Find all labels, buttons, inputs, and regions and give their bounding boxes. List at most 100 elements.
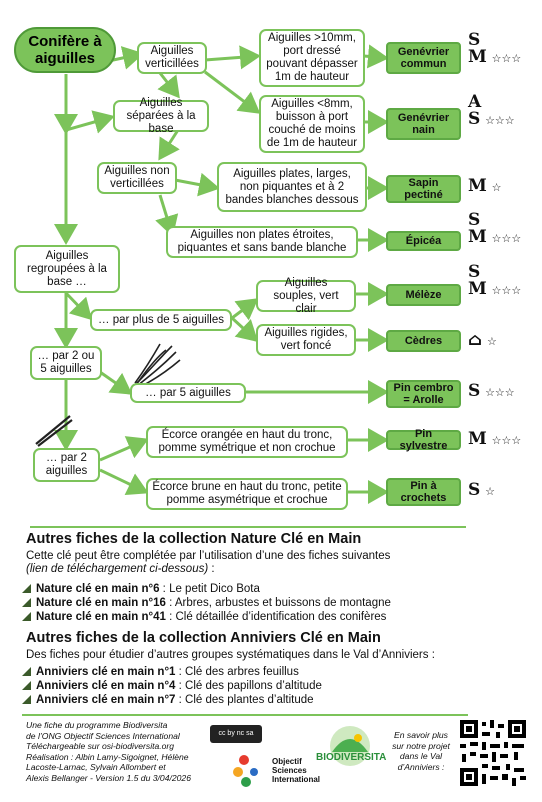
node-verticillees: Aiguilles verticillées [137,42,207,74]
anniviers-item-label: Anniviers clé en main n°7 [36,694,176,706]
osi-text-line: International [272,775,321,784]
node-regroupees: Aiguilles regroupées à la base … [14,245,120,293]
node-par-2-ou-5: … par 2 ou 5 aiguilles [30,346,102,380]
nature-intro-italic: (lien de téléchargement ci-dessous) [26,563,209,575]
more-info-line: sur notre projet [392,740,450,751]
rating-sapin-pectine: M ☆ [468,178,501,196]
anniviers-item-text: : Clé des plantes d’altitude [175,694,314,706]
node-par-2: … par 2 aiguilles [33,448,100,482]
anniviers-item[interactable]: Anniviers clé en main n°1 : Clé des arbr… [22,666,299,679]
altitude-mark: S [468,109,481,129]
altitude-mark: A [468,92,482,112]
star-icon: ☆ [486,335,497,348]
anniviers-item-label: Anniviers clé en main n°4 [36,680,176,692]
node-ecorce-brune: Écorce brune en haut du tronc, petite po… [146,478,348,510]
nature-intro-end: : [208,563,215,575]
star-icon: ☆ [491,181,502,194]
footer-line: Une fiche du programme Biodiversita [26,720,168,730]
species-sapin-pectine: Sapin pectiné [386,175,461,203]
star-icon: ☆☆☆ [491,232,522,245]
osi-text-line: Objectif [272,757,302,766]
star-icon: ☆ [485,485,495,498]
five-needles-drawing [134,343,181,389]
node-non-verticillees: Aiguilles non verticillées [97,162,177,194]
triangle-bullet-icon [22,667,31,676]
star-icon: ☆☆☆ [485,386,515,399]
node-par-5: … par 5 aiguilles [130,383,246,403]
creative-commons-badge: cc by nc sa [210,725,262,743]
nature-item[interactable]: Nature clé en main n°6 : Le petit Dico B… [22,583,260,596]
triangle-bullet-icon [22,612,31,621]
altitude-mark: S [468,30,481,50]
species-epicea: Épicéa [386,231,461,251]
biodiversita-logo-text: BIODIVERSITA [316,752,387,763]
triangle-bullet-icon [22,598,31,607]
triangle-bullet-icon [22,681,31,690]
anniviers-item[interactable]: Anniviers clé en main n°4 : Clé des papi… [22,680,322,693]
star-icon: ☆☆☆ [491,434,522,447]
node-souples: Aiguilles souples, vert clair [256,277,356,315]
two-needles-drawing [35,415,73,447]
altitude-mark: M [468,47,487,67]
nature-item-label: Nature clé en main n°16 [36,597,166,609]
footer-line: de l’ONG Objectif Sciences International [26,730,180,741]
altitude-mark: M [468,429,487,449]
node-ecorce-orangee: Écorce orangée en haut du tronc, pomme s… [146,426,348,458]
footer-line: Lacoste-Larnac, Sylvain Allombert et [26,762,166,772]
rating-pin-crochets: S ☆ [468,482,495,500]
anniviers-item[interactable]: Anniviers clé en main n°7 : Clé des plan… [22,694,314,707]
species-pin-cembro: Pin cembro = Arolle [386,380,461,408]
rating-epicea: S M ☆☆☆ [468,212,521,247]
nature-item-label: Nature clé en main n°41 [36,611,166,623]
node-non-plates: Aiguilles non plates étroites, piquantes… [166,226,358,258]
species-meleze: Mélèze [386,284,461,306]
footer-line: Téléchargeable sur osi-biodiversita.org [26,741,175,751]
anniviers-item-text: : Clé des papillons d’altitude [175,680,322,692]
species-pin-crochets: Pin à crochets [386,478,461,506]
altitude-mark: M [468,176,487,196]
nature-item[interactable]: Nature clé en main n°16 : Arbres, arbust… [22,597,391,610]
star-icon: ☆☆☆ [491,284,522,297]
more-info-line: En savoir plus [394,730,448,740]
qr-code-icon[interactable] [458,718,528,788]
rating-cedres: ⌂ ☆ [468,332,497,350]
nature-intro: Cette clé peut être complétée par l’util… [26,550,391,562]
nature-item[interactable]: Nature clé en main n°41 : Clé détaillée … [22,611,386,624]
altitude-mark: S [468,480,481,500]
nature-item-text: : Le petit Dico Bota [159,583,260,595]
star-icon: ☆☆☆ [491,52,522,65]
biodiversita-logo [318,720,382,784]
anniviers-title: Autres fiches de la collection Anniviers… [26,630,381,646]
more-info-line: dans le Val [399,751,443,761]
more-info-text: En savoir plus sur notre projet dans le … [388,730,454,772]
species-pin-sylvestre: Pin sylvestre [386,428,461,452]
rating-genevrier-nain: A S ☆☆☆ [468,94,515,129]
species-genevrier-nain: Genévrier nain [386,108,461,140]
house-icon: ⌂ [468,330,483,350]
altitude-mark: S [468,262,481,282]
species-genevrier-commun: Genévrier commun [386,42,461,74]
osi-logo-text: Objectif Sciences International [272,757,320,784]
osi-text-line: Sciences [272,766,307,775]
section-divider [30,526,466,528]
rating-pin-cembro: S ☆☆☆ [468,383,515,401]
triangle-bullet-icon [22,584,31,593]
nature-item-text: : Arbres, arbustes et buissons de montag… [165,597,391,609]
footer-line: Réalisation : Albin Lamy-Sigoignet, Hélè… [26,751,189,762]
osi-logo [232,752,272,792]
triangle-bullet-icon [22,695,31,704]
root-node: Conifère à aiguilles [14,27,116,73]
more-info-line: d’Anniviers : [397,761,445,772]
altitude-mark: M [468,227,487,247]
node-separees: Aiguilles séparées à la base [113,97,209,135]
node-plus-de-5: … par plus de 5 aiguilles [90,309,232,331]
altitude-mark: S [468,210,481,230]
anniviers-intro: Des fiches pour étudier d’autres groupes… [26,649,435,661]
anniviers-item-text: : Clé des arbres feuillus [175,666,299,678]
biodiversita-logo-icon [330,726,370,766]
anniviers-item-label: Anniviers clé en main n°1 [36,666,176,678]
footer-divider [22,714,468,716]
nature-title: Autres fiches de la collection Nature Cl… [26,531,362,547]
osi-logo-icon [233,755,258,787]
footer-line: Alexis Bellanger - Version 1.5 du 3/04/2… [26,772,191,783]
